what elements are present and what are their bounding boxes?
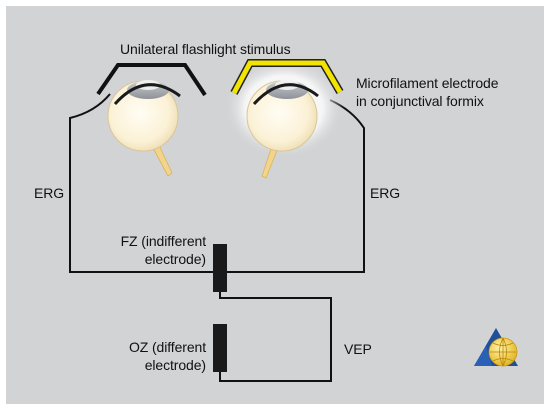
oz-label-line1: OZ (different — [128, 339, 206, 355]
oz-label-line2: electrode) — [144, 357, 206, 373]
right-eyelid — [252, 83, 319, 106]
fz-label-line1: FZ (indifferent — [120, 233, 206, 249]
globe-triangle-logo-icon — [474, 328, 518, 367]
erg-right-label: ERG — [370, 185, 401, 201]
electrode-label-line1: Microfilament electrode — [356, 75, 499, 91]
vep-label: VEP — [344, 341, 372, 357]
erg-left-label: ERG — [34, 185, 65, 201]
oz-electrode — [213, 324, 227, 372]
left-eyelid — [113, 83, 181, 105]
electrode-label-line2: in conjunctival formix — [356, 93, 484, 109]
fz-label-line2: electrode) — [144, 251, 206, 267]
fz-electrode — [213, 244, 227, 292]
vep-wire-top — [219, 290, 332, 382]
stimulus-label: Unilateral flashlight stimulus — [120, 41, 291, 57]
right-eye — [224, 58, 344, 179]
left-eye — [96, 63, 207, 177]
left-flash-shield — [96, 63, 207, 97]
left-erg-wire — [69, 93, 214, 273]
